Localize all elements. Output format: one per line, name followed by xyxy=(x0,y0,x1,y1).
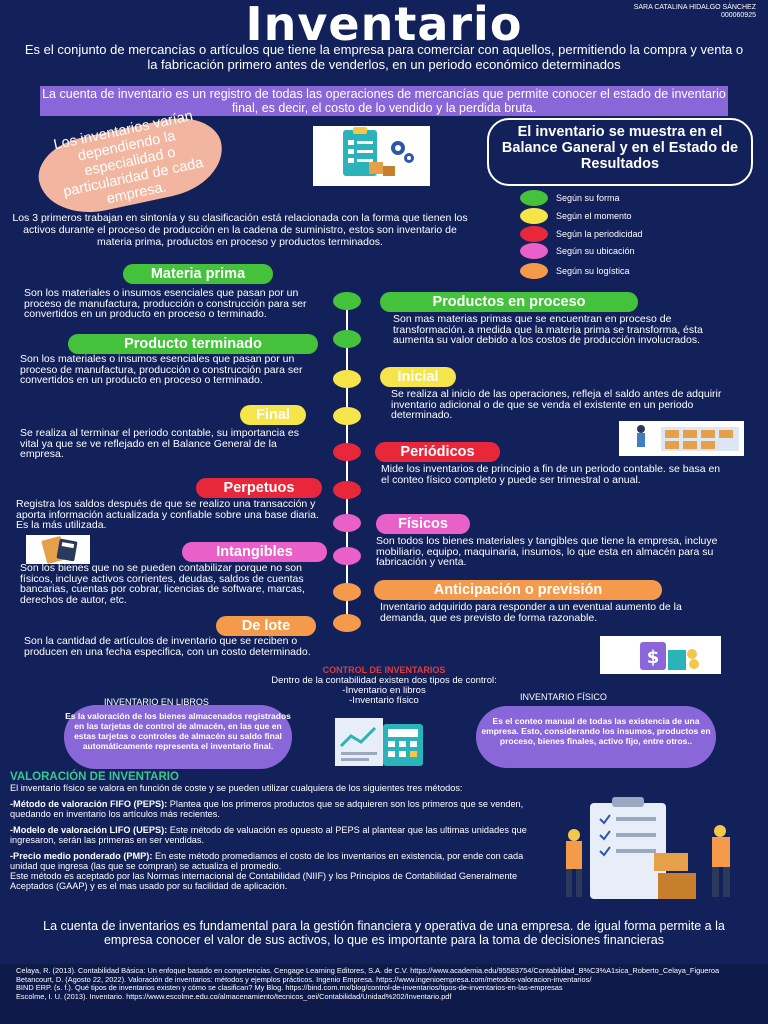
pill-inicial: Inicial xyxy=(380,367,456,387)
desc-productos-proceso: Son mas materias primas que se encuentra… xyxy=(393,313,703,346)
desc-fisicos: Son todos los bienes materiales y tangib… xyxy=(376,535,718,568)
desc-final: Se realiza al terminar el periodo contab… xyxy=(20,427,299,460)
definition-band: La cuenta de inventario es un registro d… xyxy=(40,86,728,116)
legend-label: Según la periodicidad xyxy=(556,229,643,239)
pill-materia-prima: Materia prima xyxy=(123,264,273,284)
desc-anticipacion: Inventario adquirido para responder a un… xyxy=(380,601,682,624)
control-line: -Inventario en libros xyxy=(342,685,426,696)
warehouse-worker-icon xyxy=(619,421,744,456)
calculator-icon xyxy=(26,535,90,564)
reference-item: Celaya, R. (2013). Contabilidad Básica: … xyxy=(16,966,720,975)
pill-productos-proceso: Productos en proceso xyxy=(380,292,638,312)
pill-perpetuos: Perpetuos xyxy=(196,478,322,498)
lifo-paragraph: -Modelo de valoración LIFO (UEPS): Este … xyxy=(10,825,530,845)
desc-inicial: Se realiza al inicio de las operaciones,… xyxy=(391,388,722,421)
legend-label: Según su forma xyxy=(556,193,620,203)
pill-intangibles: Intangibles xyxy=(182,542,327,562)
legend-label: Según su logística xyxy=(556,266,630,276)
legend-dot-pink xyxy=(520,243,548,259)
pmp-label: -Precio medio ponderado (PMP): xyxy=(10,851,153,861)
timeline-dot-pink xyxy=(333,547,361,565)
timeline-dot-red xyxy=(333,481,361,499)
legend-label: Según el momento xyxy=(556,211,632,221)
desc-intangibles: Son los bienes que no se pueden contabil… xyxy=(20,562,305,606)
author-id: 000060925 xyxy=(720,12,756,19)
pill-periodicos: Periódicos xyxy=(375,442,500,462)
legend-dot-yellow xyxy=(520,208,548,224)
timeline-dot-orange xyxy=(333,614,361,632)
author-name: SARA CATALINA HIDALGO SÁNCHEZ xyxy=(633,4,756,11)
svg-text:$: $ xyxy=(647,647,660,668)
reference-item: Escolme, I. U. (2013). Inventario. https… xyxy=(16,991,452,1001)
references: Celaya, R. (2013). Contabilidad Básica: … xyxy=(0,964,768,1024)
valoracion-title: VALORACIÓN DE INVENTARIO xyxy=(10,771,179,783)
balance-callout: El inventario se muestra en el Balance G… xyxy=(487,118,753,186)
fisico-bubble: Es el conteo manual de todas las existen… xyxy=(476,706,716,768)
pmp-paragraph: -Precio medio ponderado (PMP): En este m… xyxy=(10,851,530,871)
fifo-text: Plantea que los primeros productos que s… xyxy=(10,799,524,819)
pill-de-lote: De lote xyxy=(216,616,316,636)
reference-item: BIND ERP. (s. f.). Qué tipos de inventar… xyxy=(16,983,563,992)
control-line: Dentro de la contabilidad existen dos ti… xyxy=(271,675,497,686)
pill-fisicos: Físicos xyxy=(376,514,470,534)
timeline-dot-yellow xyxy=(333,370,361,388)
desc-de-lote: Son la cantidad de artículos de inventar… xyxy=(24,635,311,658)
timeline-dot-green xyxy=(333,292,361,310)
desc-producto-terminado: Son los materiales o insumos esenciales … xyxy=(20,353,303,386)
reference-item: Betancourt, D. (Agosto 22, 2022). Valora… xyxy=(16,974,592,984)
control-title: CONTROL DE INVENTARIOS xyxy=(322,665,446,675)
desc-perpetuos: Registra los saldos después de que se re… xyxy=(16,498,319,531)
lifo-label: -Modelo de valoración LIFO (UEPS): xyxy=(10,825,168,835)
timeline-dot-pink xyxy=(333,514,361,532)
blob-text: Los inventarios varían dependiendo la es… xyxy=(52,108,205,208)
valoracion-body: El inventario físico se valora en funció… xyxy=(10,783,530,897)
fifo-label: -Método de valoración FIFO (PEPS): xyxy=(10,799,168,809)
pill-final: Final xyxy=(240,405,306,425)
control-text: Dentro de la contabilidad existen dos ti… xyxy=(0,676,768,706)
control-line: -Inventario físico xyxy=(349,695,419,706)
warehouse-workers-icon xyxy=(550,795,750,905)
classification-intro: Los 3 primeros trabajan en sintonía y su… xyxy=(12,212,468,248)
author-block: SARA CATALINA HIDALGO SÁNCHEZ 000060925 xyxy=(634,4,756,20)
legend-dot-orange xyxy=(520,263,548,279)
inventory-clipboard-icon xyxy=(313,126,430,186)
fifo-paragraph: -Método de valoración FIFO (PEPS): Plant… xyxy=(10,799,530,819)
money-icon: $ xyxy=(600,636,721,674)
timeline-dot-yellow xyxy=(333,407,361,425)
legend-dot-red xyxy=(520,226,548,242)
pill-producto-terminado: Producto terminado xyxy=(68,334,318,354)
legend-label: Según su ubicación xyxy=(556,246,635,256)
valoracion-intro: El inventario físico se valora en funció… xyxy=(10,783,463,793)
libros-label: INVENTARIO EN LIBROS xyxy=(104,697,209,707)
libros-bubble: Es la valoración de los bienes almacenad… xyxy=(64,705,292,769)
fisico-label: INVENTARIO FÍSICO xyxy=(520,692,607,702)
desc-materia-prima: Son los materiales o insumos esenciales … xyxy=(24,287,307,320)
valoracion-closing: Este método es aceptado por las Normas i… xyxy=(10,871,518,891)
intro-text: Es el conjunto de mercancías o artículos… xyxy=(24,42,744,72)
timeline-dot-orange xyxy=(333,583,361,601)
pill-anticipacion: Anticipación o previsión xyxy=(374,580,662,600)
pmp-text: En este método promediamos el costo de l… xyxy=(10,851,524,871)
timeline-dot-red xyxy=(333,443,361,461)
legend-dot-green xyxy=(520,190,548,206)
desc-periodicos: Mide los inventarios de principio a fin … xyxy=(381,463,721,486)
timeline-dot-green xyxy=(333,330,361,348)
ledger-calculator-icon xyxy=(333,716,431,768)
page-title: Inventario xyxy=(245,0,523,51)
lifo-text: Este método de valuación es opuesto al P… xyxy=(10,825,527,845)
conclusion-text: La cuenta de inventarios es fundamental … xyxy=(43,919,725,947)
